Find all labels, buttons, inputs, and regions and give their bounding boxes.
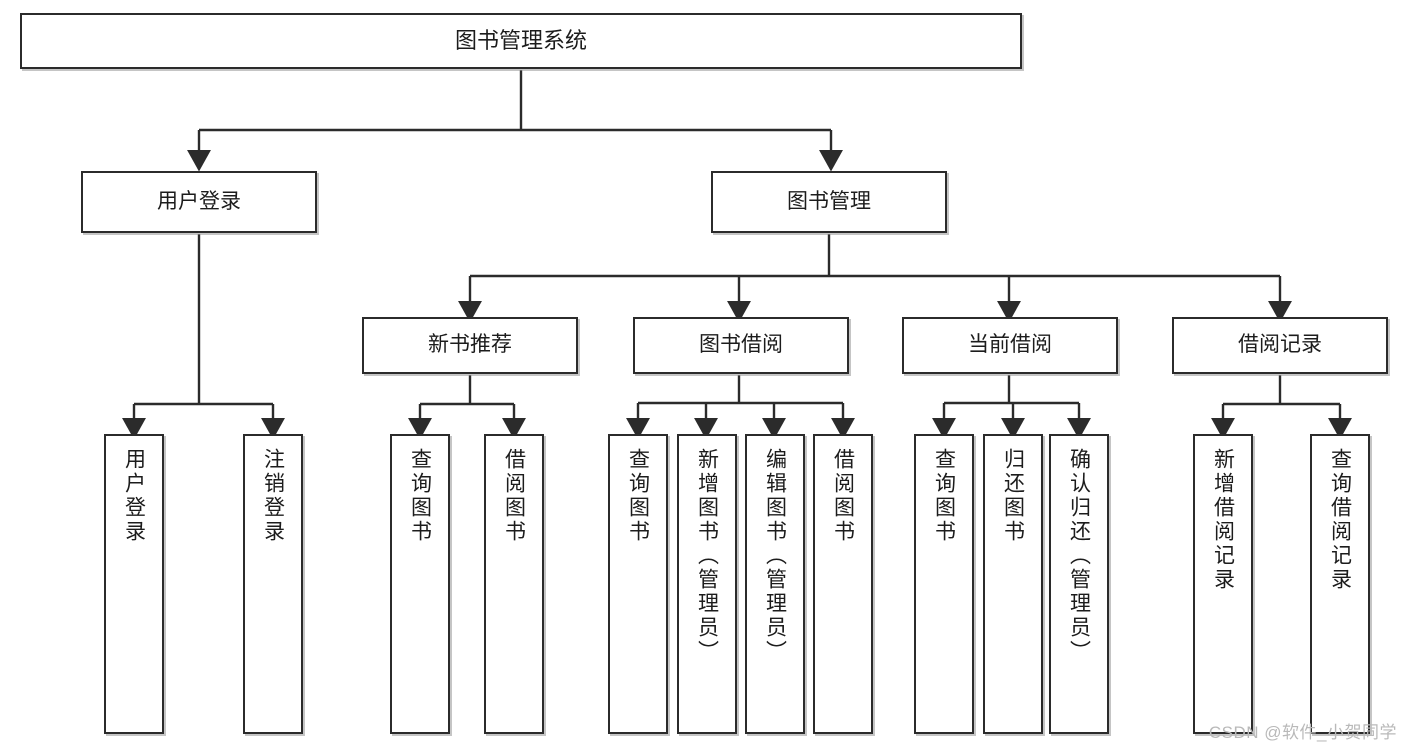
node-new-book-recommend[interactable]: 新书推荐 (362, 317, 578, 374)
node-label: 归还图书 (1001, 448, 1025, 544)
node-book-management[interactable]: 图书管理 (711, 171, 947, 233)
leaf-borrow-record-add-record[interactable]: 新增借阅记录 (1193, 434, 1253, 734)
node-root-book-management-system[interactable]: 图书管理系统 (20, 13, 1022, 69)
leaf-current-borrow-query-book[interactable]: 查询图书 (914, 434, 974, 734)
leaf-new-book-borrow-book[interactable]: 借阅图书 (484, 434, 544, 734)
node-borrow-record[interactable]: 借阅记录 (1172, 317, 1388, 374)
node-label: 借阅记录 (1238, 333, 1322, 357)
node-label: 图书借阅 (699, 333, 783, 357)
leaf-book-borrow-edit-book-admin[interactable]: 编辑图书（管理员） (745, 434, 805, 734)
node-label: 查询图书 (626, 448, 650, 544)
node-label: 用户登录 (157, 189, 241, 213)
leaf-borrow-record-query-record[interactable]: 查询借阅记录 (1310, 434, 1370, 734)
leaf-book-borrow-borrow-book[interactable]: 借阅图书 (813, 434, 873, 734)
leaf-new-book-query-book[interactable]: 查询图书 (390, 434, 450, 734)
node-label: 借阅图书 (831, 448, 855, 544)
leaf-user-login-logout[interactable]: 注销登录 (243, 434, 303, 734)
node-label: 注销登录 (261, 448, 285, 544)
node-label: 新增借阅记录 (1211, 448, 1235, 592)
node-label: 新增图书（管理员） (695, 448, 719, 664)
node-label: 新书推荐 (428, 333, 512, 357)
node-label: 用户登录 (122, 448, 146, 544)
node-label: 查询借阅记录 (1328, 448, 1352, 592)
csdn-watermark: CSDN @软件_小贺同学 (1208, 723, 1397, 742)
leaf-current-borrow-return-book[interactable]: 归还图书 (983, 434, 1043, 734)
node-label: 当前借阅 (968, 333, 1052, 357)
node-label: 编辑图书（管理员） (763, 448, 787, 664)
node-current-borrow[interactable]: 当前借阅 (902, 317, 1118, 374)
leaf-book-borrow-query-book[interactable]: 查询图书 (608, 434, 668, 734)
node-label: 查询图书 (408, 448, 432, 544)
leaf-user-login-login[interactable]: 用户登录 (104, 434, 164, 734)
node-label: 借阅图书 (502, 448, 526, 544)
node-user-login[interactable]: 用户登录 (81, 171, 317, 233)
node-label: 查询图书 (932, 448, 956, 544)
node-label: 图书管理系统 (454, 28, 587, 54)
node-label: 图书管理 (787, 189, 871, 213)
node-label: 确认归还（管理员） (1067, 448, 1091, 664)
node-book-borrow[interactable]: 图书借阅 (633, 317, 849, 374)
leaf-book-borrow-add-book-admin[interactable]: 新增图书（管理员） (677, 434, 737, 734)
leaf-current-borrow-confirm-return-admin[interactable]: 确认归还（管理员） (1049, 434, 1109, 734)
